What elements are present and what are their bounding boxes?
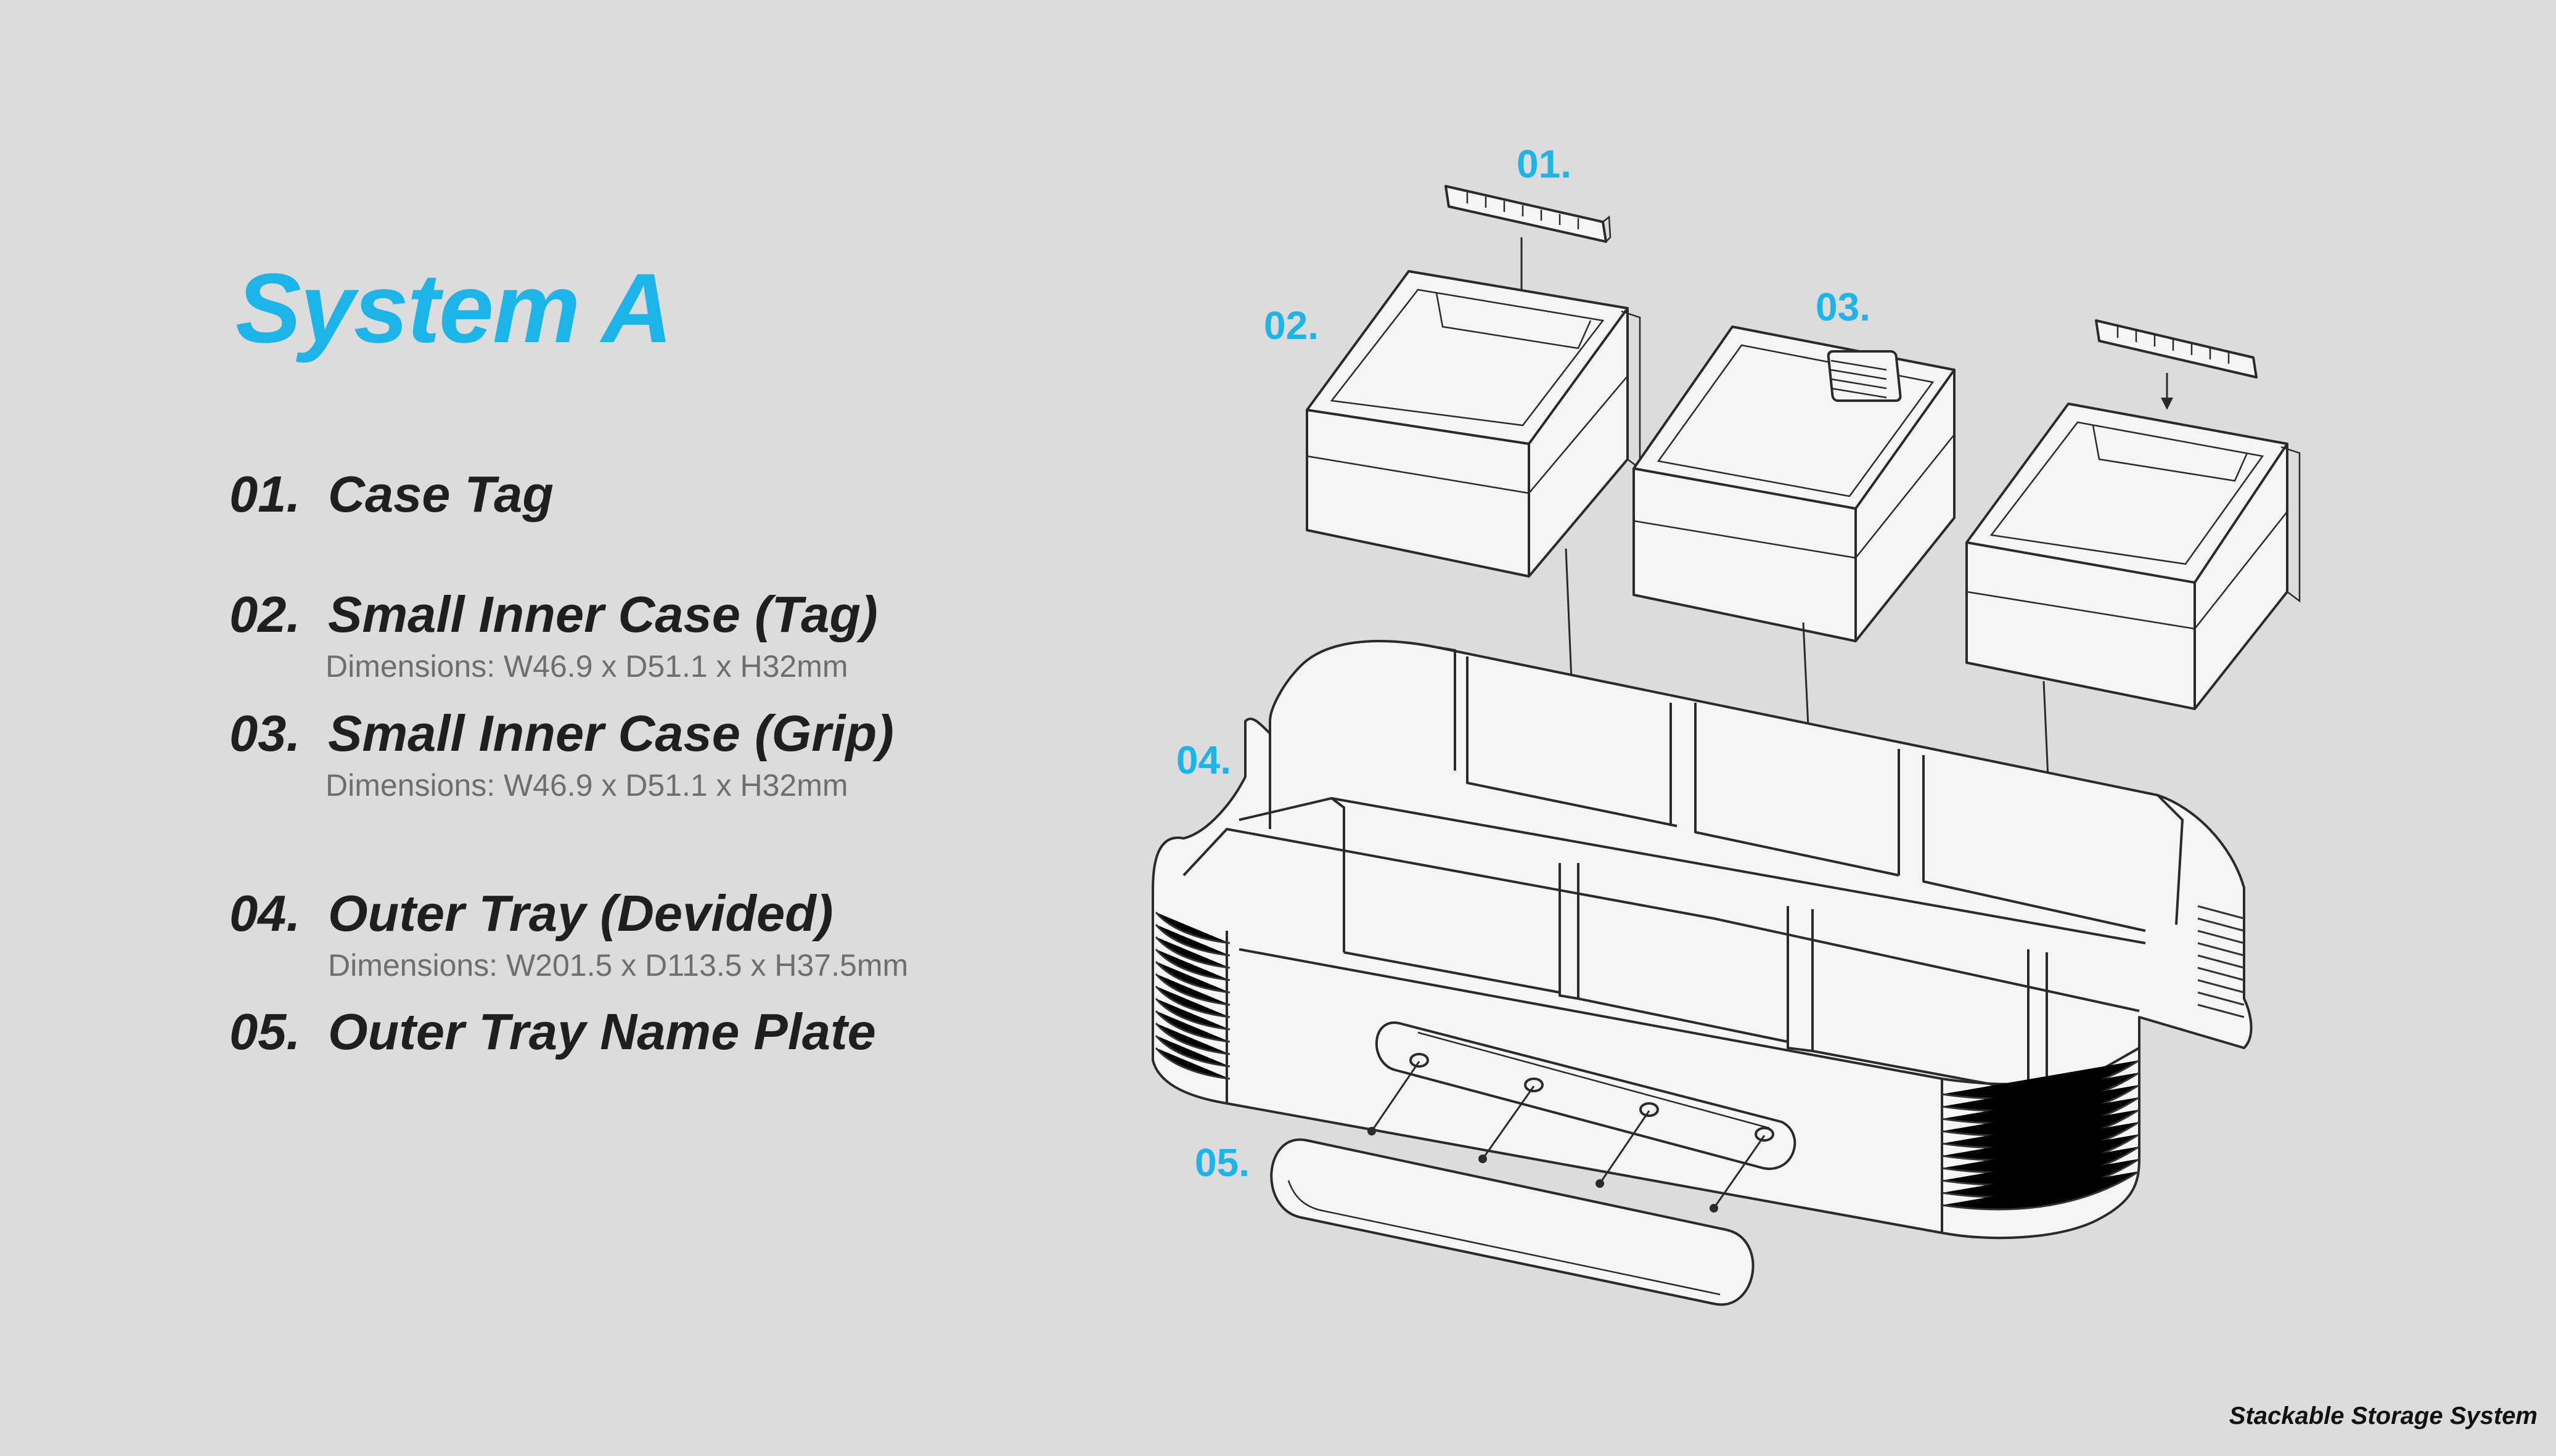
part-04: 04. Outer Tray (Devided) Dimensions: W20… — [229, 888, 908, 981]
part-name: Case Tag — [328, 465, 554, 523]
part-name: Small Inner Case (Tag) — [328, 586, 878, 643]
part-number: 04. — [229, 885, 301, 942]
part-05: 05. Outer Tray Name Plate — [229, 1006, 876, 1057]
case-tag-right — [2095, 319, 2258, 378]
part-number: 02. — [229, 586, 301, 643]
part-name: Outer Tray (Devided) — [328, 885, 834, 942]
callout-03: 03. — [1816, 285, 1870, 329]
part-number: 05. — [229, 1003, 301, 1060]
part-dimensions: Dimensions: W46.9 x D51.1 x H32mm — [326, 768, 848, 803]
inner-case-grip — [1632, 325, 1956, 642]
callout-05: 05. — [1195, 1140, 1250, 1185]
part-03: 03. Small Inner Case (Grip) Dimensions: … — [229, 708, 894, 801]
part-name: Small Inner Case (Grip) — [328, 705, 894, 762]
part-dimensions: Dimensions: W201.5 x D113.5 x H37.5mm — [328, 948, 909, 983]
callout-04: 04. — [1176, 738, 1231, 782]
callout-02: 02. — [1264, 303, 1319, 348]
footer-caption: Stackable Storage System — [2229, 1402, 2538, 1429]
page-title: System A — [236, 253, 673, 363]
part-name: Outer Tray Name Plate — [328, 1003, 876, 1060]
part-number: 01. — [229, 465, 301, 523]
part-dimensions: Dimensions: W46.9 x D51.1 x H32mm — [326, 649, 848, 684]
inner-case-tag — [1306, 270, 1641, 578]
tray-ribs-left — [1155, 912, 1231, 1080]
callout-01: 01. — [1517, 142, 1571, 186]
tray-ribs-right — [1941, 905, 2245, 1211]
part-01: 01. Case Tag — [229, 468, 554, 520]
part-02: 02. Small Inner Case (Tag) Dimensions: W… — [229, 589, 878, 682]
arrowhead — [2161, 398, 2173, 410]
name-plate — [1270, 1061, 1766, 1306]
part-number: 03. — [229, 705, 301, 762]
inner-case-tag-right — [1965, 403, 2301, 710]
case-tag-left — [1444, 185, 1612, 243]
outer-tray — [1152, 640, 2253, 1240]
